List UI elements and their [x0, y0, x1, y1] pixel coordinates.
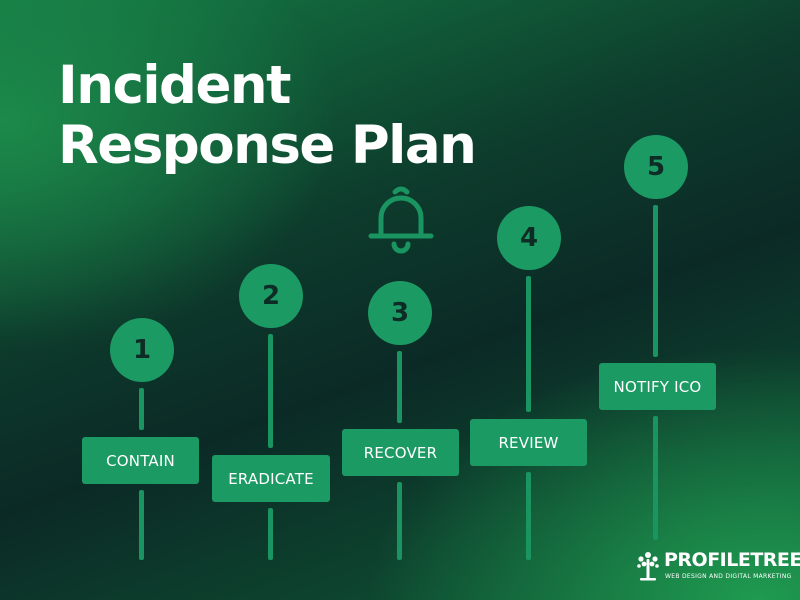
profiletree-logo: PROFILETREE WEB DESIGN AND DIGITAL MARKE… — [636, 549, 800, 584]
step-2-number: 2 — [239, 264, 303, 328]
logo-tagline: WEB DESIGN AND DIGITAL MARKETING — [665, 573, 792, 580]
step-5-connector-lower — [653, 416, 658, 540]
step-2-connector-lower — [268, 508, 273, 560]
step-4-connector-upper — [526, 276, 531, 412]
step-5-connector-upper — [653, 205, 658, 357]
step-3-connector-lower — [397, 482, 402, 560]
step-1-connector-upper — [139, 388, 144, 430]
step-1-connector-lower — [139, 490, 144, 560]
step-3-number: 3 — [368, 281, 432, 345]
step-2-label: ERADICATE — [212, 455, 330, 502]
step-3-label: RECOVER — [342, 429, 459, 476]
bell-icon — [368, 186, 434, 254]
step-2-connector-upper — [268, 334, 273, 448]
title-line-1: Incident — [58, 55, 292, 116]
step-4-number: 4 — [497, 206, 561, 270]
step-3-connector-upper — [397, 351, 402, 423]
step-5-label: NOTIFY ICO — [599, 363, 716, 410]
tree-icon — [637, 552, 659, 581]
title-line-2: Response Plan — [58, 115, 477, 176]
step-5-number: 5 — [624, 135, 688, 199]
diagram-title: Incident Response Plan — [58, 55, 477, 176]
step-4-connector-lower — [526, 472, 531, 560]
step-4-label: REVIEW — [470, 419, 587, 466]
step-1-label: CONTAIN — [82, 437, 199, 484]
logo-name: PROFILETREE — [664, 549, 800, 571]
step-1-number: 1 — [110, 318, 174, 382]
